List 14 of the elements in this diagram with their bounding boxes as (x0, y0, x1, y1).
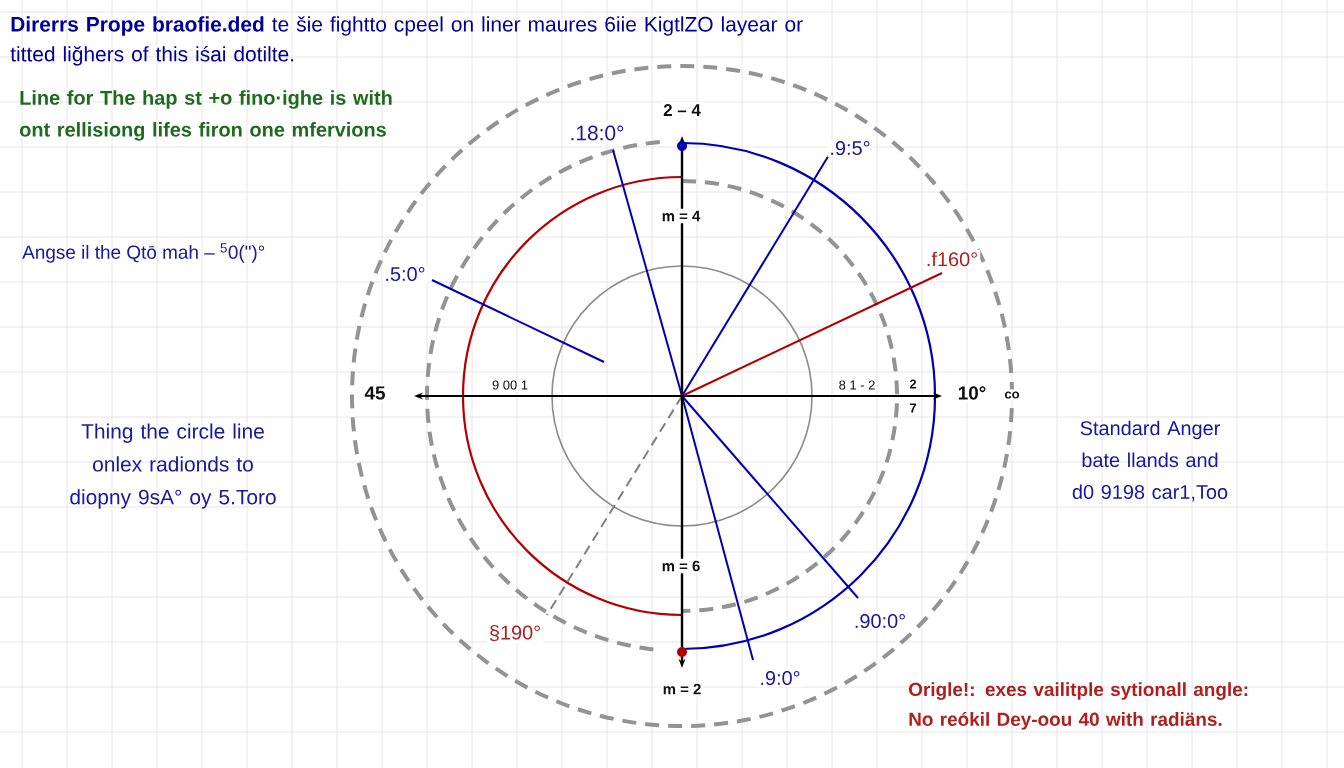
title: Direrrs Prope braofie.ded te šie fightto cpeel on liner maures 6iie KigtlZO layear or titted liğhers of this iśai dotilte. (10, 16, 803, 66)
axis-label: co (1002, 389, 1022, 401)
axis-label: 7 (907, 401, 919, 415)
axis-label: 9 00 1 (490, 378, 530, 392)
axis-label: 8 1 - 2 (836, 378, 878, 392)
axis-label: 10° (955, 384, 989, 402)
note: Line for The hap st +o fino·ighe is with ont rellisiong lifes firon one mfervions (20, 90, 392, 141)
note: Origle!: exes vailitple sytionall angle: No reókil Dey-oou 40 with radiäns. (909, 682, 1248, 730)
note: Thing the circle line onlex radionds to diopny 9sA° oy 5.Toro (70, 423, 276, 509)
note: Standard Anger bate llands and d0 9198 car1,Too (1072, 420, 1228, 502)
axis-label: 2 – 4 (661, 102, 703, 118)
axis-label: 2 (907, 377, 919, 391)
axis-label: 45 (362, 384, 388, 402)
note: Angse il the Qtō mah – $^{5}$0(")° (22, 243, 265, 263)
